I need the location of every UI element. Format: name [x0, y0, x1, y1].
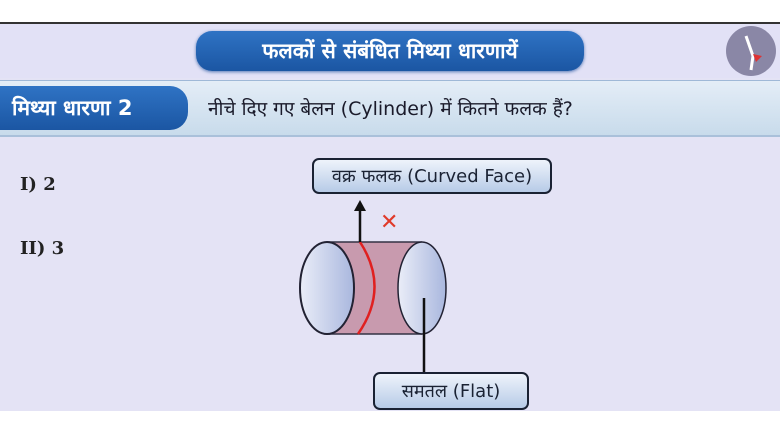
cylinder-diagram — [299, 200, 447, 374]
option-1: I) 2 — [20, 174, 56, 195]
slide: फलकों से संबंधित मिथ्या धारणायें मिथ्या … — [0, 22, 780, 411]
cross-icon: ✕ — [380, 210, 399, 235]
header-band: फलकों से संबंधित मिथ्या धारणायें — [0, 24, 780, 78]
left-flat-face — [299, 241, 355, 335]
slide-title: फलकों से संबंधित मिथ्या धारणायें — [196, 31, 584, 71]
question-bar: मिथ्या धारणा 2 नीचे दिए गए बेलन (Cylinde… — [0, 80, 780, 137]
right-flat-face — [397, 241, 447, 335]
misconception-tag: मिथ्या धारणा 2 — [0, 86, 188, 130]
question-text: नीचे दिए गए बेलन (Cylinder) में कितने फल… — [208, 98, 573, 120]
cut-line — [356, 241, 376, 335]
curved-face-label: वक्र फलक (Curved Face) — [312, 158, 552, 194]
flat-face-label: समतल (Flat) — [373, 372, 529, 410]
option-2: II) 3 — [20, 238, 65, 259]
arrow-icon — [354, 200, 366, 211]
logo-icon — [726, 26, 776, 76]
